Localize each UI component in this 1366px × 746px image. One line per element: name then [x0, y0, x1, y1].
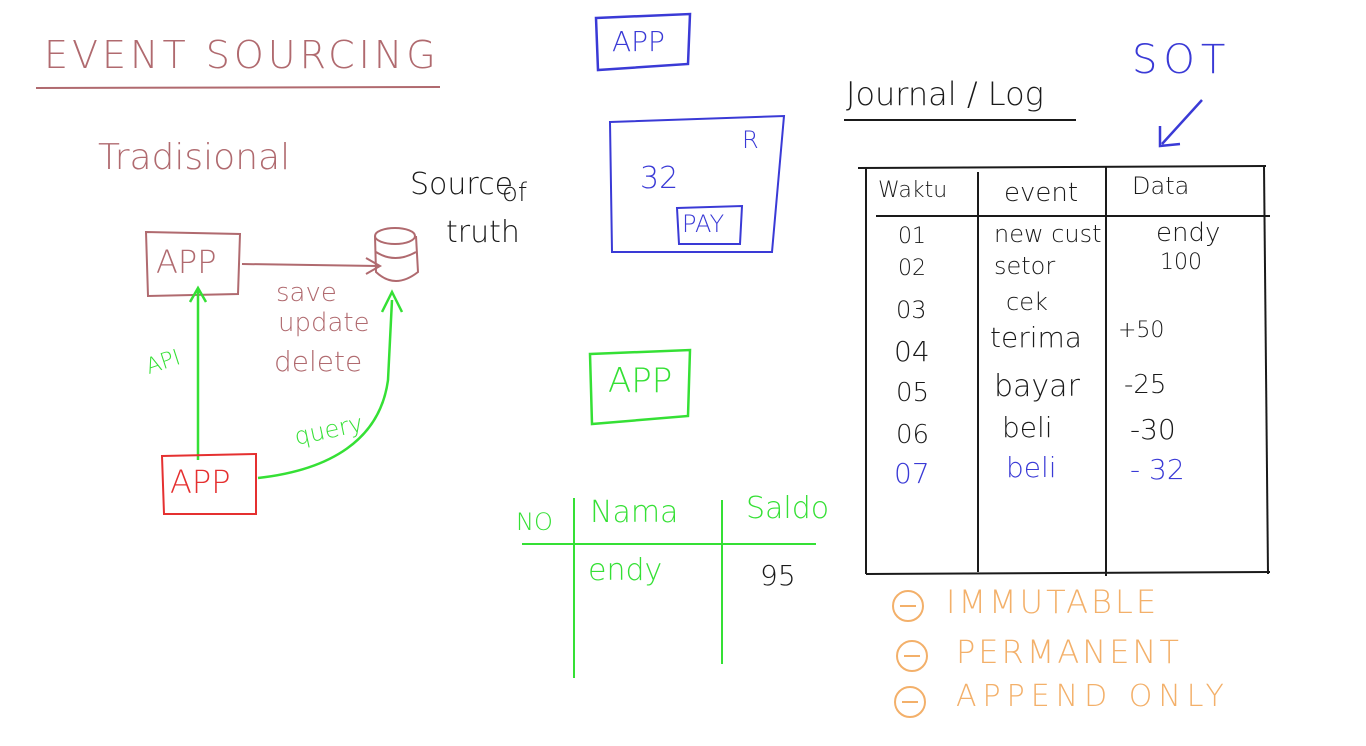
journal-header-event: event [1004, 178, 1079, 208]
journal-row-2-data: 100 [1160, 250, 1202, 275]
app-label-bottom: APP [170, 463, 231, 501]
journal-row-5-time: 05 [896, 378, 930, 408]
journal-table-grid [857, 165, 1271, 576]
page-title: EVENT SOURCING [44, 33, 440, 77]
api-arrow [188, 285, 208, 460]
orange-bullets [892, 590, 928, 718]
app-box-green [588, 348, 692, 426]
sot-arrow [1158, 99, 1203, 148]
title-underline [35, 86, 441, 89]
app-label-green: APP [608, 361, 673, 401]
property-immutable: IMMUTABLE [946, 583, 1160, 621]
db-label-source: Source [410, 167, 514, 202]
journal-row-7-time: 07 [894, 457, 930, 490]
journal-row-6-event: beli [1002, 411, 1053, 444]
journal-row-2-time: 02 [898, 256, 926, 281]
journal-row-1-event: new cust [994, 220, 1102, 248]
app-box-blue [594, 12, 692, 72]
green-table-grid [522, 498, 816, 678]
pay-button-box [675, 204, 744, 245]
ui-mock-box [608, 114, 786, 253]
journal-row-3-event: cek [1006, 288, 1048, 316]
journal-header-waktu: Waktu [878, 178, 948, 203]
op-delete: delete [274, 345, 363, 378]
db-label-truth: truth [446, 215, 520, 250]
app-box-bottom [160, 452, 257, 515]
property-permanent: PERMANENT [956, 633, 1182, 671]
app-label-blue: APP [612, 25, 665, 58]
query-arrow [257, 289, 404, 480]
journal-row-1-data: endy [1156, 218, 1221, 248]
ui-value: 32 [640, 161, 679, 196]
green-table-cell-saldo: 95 [760, 559, 796, 592]
sot-label: SOT [1132, 37, 1232, 83]
section-subtitle: Tradisional [98, 137, 291, 178]
database-icon [374, 227, 420, 282]
journal-row-6-data: -30 [1130, 413, 1176, 446]
app-label-top: APP [156, 243, 217, 281]
user-icon: R [742, 126, 759, 154]
journal-title: Journal / Log [846, 75, 1044, 113]
op-update: update [278, 308, 370, 338]
journal-row-2-event: setor [994, 252, 1056, 280]
app-box-top [144, 230, 242, 298]
journal-row-7-data: - 32 [1130, 453, 1185, 486]
journal-row-1-time: 01 [898, 224, 926, 249]
green-table-header-nama: Nama [590, 495, 679, 530]
db-label-of: of [502, 178, 528, 208]
journal-row-7-event: beli [1006, 451, 1057, 484]
green-table-cell-nama: endy [588, 553, 663, 588]
journal-row-5-data: -25 [1124, 370, 1167, 400]
journal-row-4-data: +50 [1118, 318, 1165, 343]
pay-button[interactable]: PAY [682, 210, 725, 238]
journal-header-data: Data [1132, 172, 1190, 200]
journal-row-6-time: 06 [896, 420, 930, 450]
journal-row-3-time: 03 [896, 296, 927, 324]
op-save: save [276, 278, 337, 308]
green-table-header-saldo: Saldo [746, 491, 830, 526]
journal-row-4-time: 04 [894, 335, 930, 368]
journal-row-5-event: bayar [994, 369, 1080, 404]
journal-row-4-event: terima [990, 321, 1082, 354]
property-append-only: APPEND ONLY [956, 679, 1230, 714]
save-arrow [241, 257, 383, 275]
green-table-header-no: NO [516, 508, 553, 536]
